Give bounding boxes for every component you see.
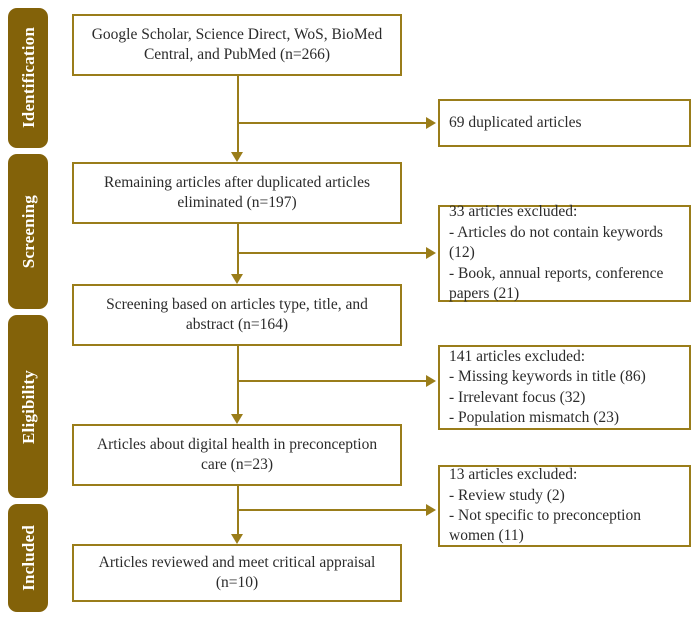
arrowhead-down-to-eligible [231,414,243,424]
connector-h-to-excluded-13 [237,509,427,511]
connector-v-eligible-to-included [237,486,239,536]
box-duplicates-excluded: 69 duplicated articles [438,99,691,147]
stage-label-included-text: Included [18,525,38,591]
box-included-final: Articles reviewed and meet critical appr… [72,544,402,602]
arrowhead-right-to-duplicates [426,117,436,129]
stage-label-eligibility-text: Eligibility [18,369,38,444]
arrowhead-right-to-excluded-33 [426,247,436,259]
connector-h-to-excluded-141 [237,380,427,382]
arrowhead-right-to-excluded-141 [426,375,436,387]
box-after-duplicates-text: Remaining articles after duplicated arti… [104,173,370,211]
box-excluded-141-text: 141 articles excluded: - Missing keyword… [449,347,646,426]
arrowhead-down-to-included-final [231,534,243,544]
connector-h-to-duplicates [237,122,427,124]
arrowhead-down-to-screened [231,274,243,284]
box-excluded-13: 13 articles excluded: - Review study (2)… [438,465,691,547]
box-excluded-141: 141 articles excluded: - Missing keyword… [438,345,691,430]
stage-label-screening: Screening [8,154,48,309]
arrowhead-down-to-after-duplicates [231,152,243,162]
stage-label-identification-text: Identification [18,27,38,129]
stage-label-included: Included [8,504,48,612]
stage-label-screening-text: Screening [18,194,38,269]
stage-label-identification: Identification [8,8,48,148]
arrowhead-right-to-excluded-13 [426,504,436,516]
box-records-identified: Google Scholar, Science Direct, WoS, Bio… [72,14,402,76]
connector-h-to-excluded-33 [237,252,427,254]
box-records-identified-text: Google Scholar, Science Direct, WoS, Bio… [91,25,383,63]
box-duplicates-excluded-text: 69 duplicated articles [449,113,582,131]
connector-v-screening-to-screened [237,224,239,276]
box-eligible: Articles about digital health in preconc… [72,424,402,486]
box-screened-text: Screening based on articles type, title,… [106,295,368,333]
box-after-duplicates: Remaining articles after duplicated arti… [72,162,402,224]
box-eligible-text: Articles about digital health in preconc… [96,435,378,473]
box-excluded-13-text: 13 articles excluded: - Review study (2)… [449,466,641,545]
box-excluded-33-text: 33 articles excluded: - Articles do not … [449,203,664,303]
box-excluded-33: 33 articles excluded: - Articles do not … [438,203,691,303]
box-included-final-text: Articles reviewed and meet critical appr… [98,553,376,591]
connector-v-identification-to-screening [237,76,239,154]
stage-label-eligibility: Eligibility [8,315,48,498]
box-screened: Screening based on articles type, title,… [72,284,402,346]
